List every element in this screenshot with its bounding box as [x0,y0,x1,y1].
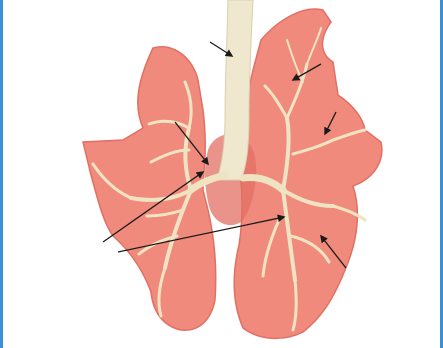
lung-diagram [3,0,440,348]
right-lung [234,9,382,338]
trachea [217,0,253,180]
